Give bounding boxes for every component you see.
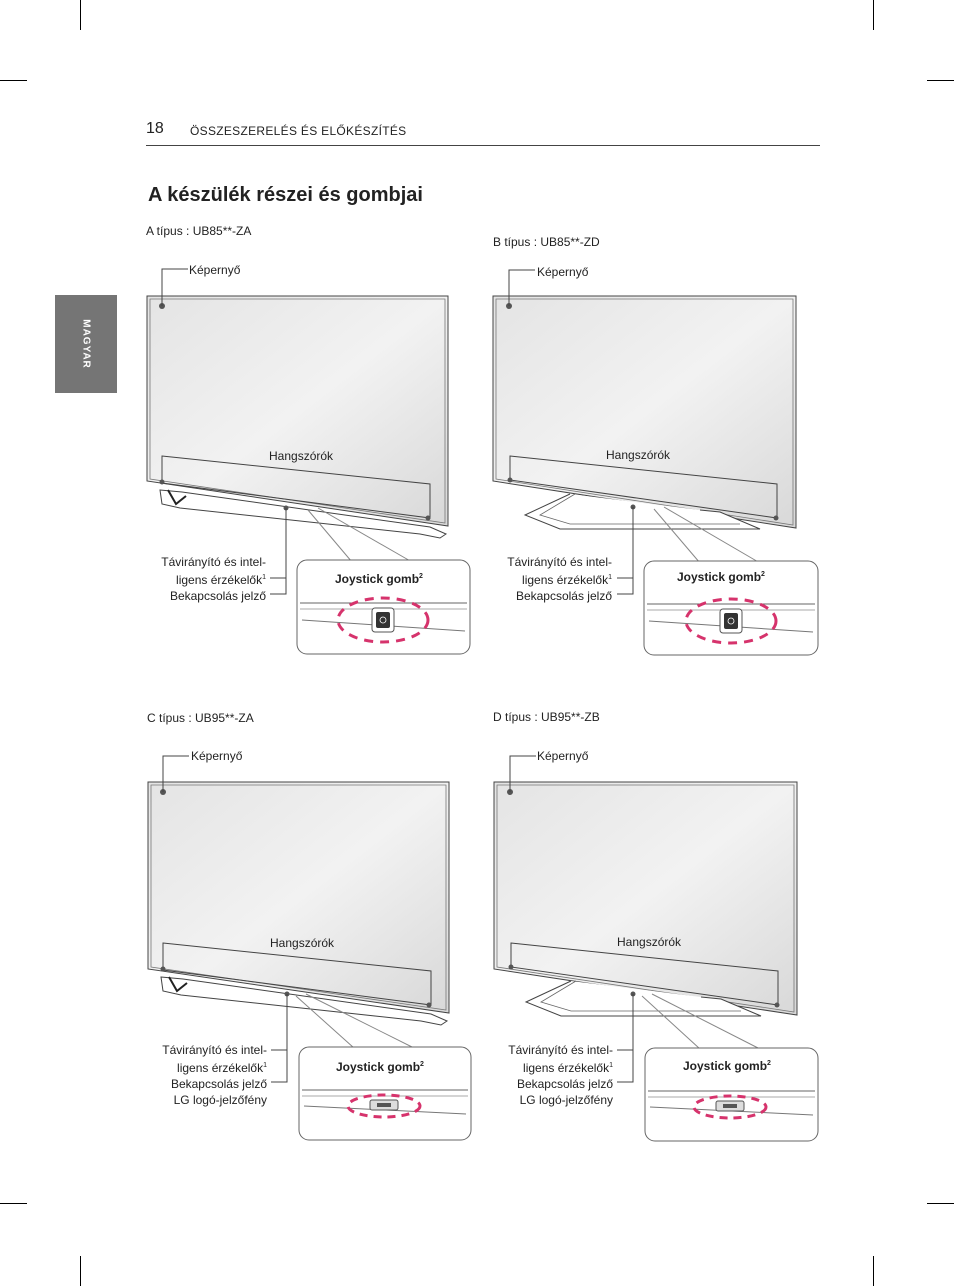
tv-diagram-d: [493, 755, 819, 1142]
model-c-type-label: C típus : UB95**-ZA: [147, 711, 254, 725]
model-a-sensor-labels: Távirányító és intel- ligens érzékelők1 …: [161, 554, 266, 604]
section-title: ÖSSZESZERELÉS ÉS ELŐKÉSZÍTÉS: [190, 124, 407, 138]
sensor-label-line1: Távirányító és intel-: [508, 1043, 613, 1057]
crop-mark: [927, 80, 954, 81]
sensor-label-line1: Távirányító és intel-: [507, 555, 612, 569]
footnote-marker: 1: [263, 1062, 267, 1069]
model-c-sensor-labels: Távirányító és intel- ligens érzékelők1 …: [162, 1042, 267, 1108]
footnote-marker: 1: [608, 574, 612, 581]
footnote-marker: 1: [262, 574, 266, 581]
sensor-label-line2: ligens érzékelők: [177, 1061, 264, 1075]
model-d-sensor-labels: Távirányító és intel- ligens érzékelők1 …: [508, 1042, 613, 1108]
header-rule: [146, 145, 820, 146]
sensor-label-line2: ligens érzékelők: [523, 1061, 610, 1075]
crop-mark: [927, 1203, 954, 1204]
model-b-speakers-label: Hangszórók: [606, 448, 671, 462]
model-c-joystick-label: Joystick gomb2: [336, 1060, 424, 1074]
sensor-label-line2: ligens érzékelők: [522, 573, 609, 587]
model-a-joystick-label: Joystick gomb2: [335, 572, 423, 586]
model-d-screen-label: Képernyő: [537, 749, 589, 763]
crop-mark: [873, 0, 874, 30]
model-b-screen-label: Képernyő: [537, 265, 589, 279]
tv-diagram-c: [147, 755, 472, 1141]
tv-diagram-a: [146, 268, 471, 655]
crop-mark: [0, 80, 27, 81]
model-a-type-label: A típus : UB85**-ZA: [146, 224, 252, 238]
power-indicator-label: Bekapcsolás jelző: [515, 589, 612, 603]
model-c-speakers-label: Hangszórók: [270, 936, 335, 950]
sensor-label-line2: ligens érzékelők: [176, 573, 263, 587]
model-a-screen-label: Képernyő: [189, 263, 241, 277]
model-d-type-label: D típus : UB95**-ZB: [493, 710, 600, 724]
model-b-joystick-label: Joystick gomb2: [677, 570, 765, 584]
power-indicator-label: Bekapcsolás jelző: [169, 589, 266, 603]
page-number: 18: [146, 120, 164, 137]
power-indicator-label: Bekapcsolás jelző: [170, 1077, 267, 1091]
sensor-label-line1: Távirányító és intel-: [161, 555, 266, 569]
crop-mark: [873, 1256, 874, 1286]
tv-diagram-b: [492, 269, 819, 656]
language-tab: MAGYAR: [55, 295, 117, 393]
page-title: A készülék részei és gombjai: [148, 184, 423, 206]
model-b-type-label: B típus : UB85**-ZD: [493, 235, 600, 249]
sensor-label-line1: Távirányító és intel-: [162, 1043, 267, 1057]
crop-mark: [80, 1256, 81, 1286]
lg-logo-light-label: LG logó-jelzőfény: [519, 1093, 613, 1107]
model-b-sensor-labels: Távirányító és intel- ligens érzékelők1 …: [507, 554, 612, 604]
model-a-speakers-label: Hangszórók: [269, 449, 334, 463]
model-d-joystick-label: Joystick gomb2: [683, 1059, 771, 1073]
crop-mark: [80, 0, 81, 30]
model-c-screen-label: Képernyő: [191, 749, 243, 763]
lg-logo-light-label: LG logó-jelzőfény: [173, 1093, 267, 1107]
crop-mark: [0, 1203, 27, 1204]
power-indicator-label: Bekapcsolás jelző: [516, 1077, 613, 1091]
model-d-speakers-label: Hangszórók: [617, 935, 682, 949]
footnote-marker: 1: [609, 1062, 613, 1069]
